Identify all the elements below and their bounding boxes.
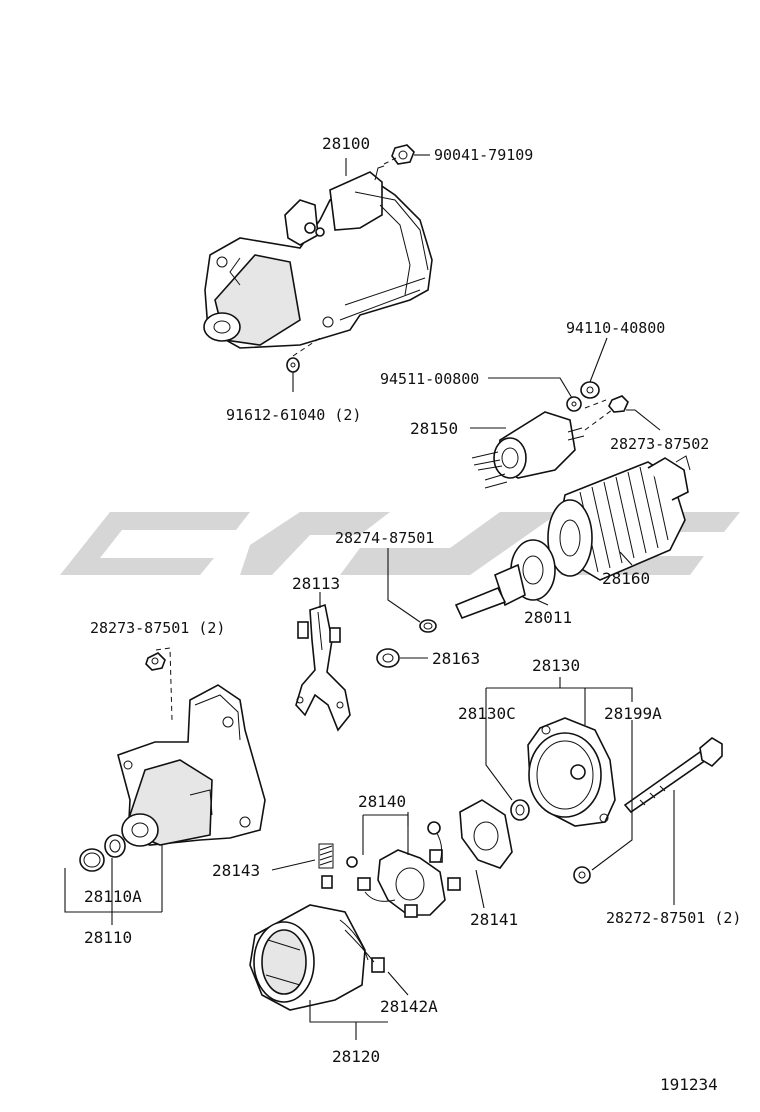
label-housing-sub: 28110A [84, 887, 142, 906]
washer-94511-drawing [566, 396, 582, 412]
label-bearing-28199a: 28199A [604, 704, 662, 723]
label-bush-28130c: 28130C [458, 704, 516, 723]
leader-lines [64, 154, 675, 1040]
brush-holder-28140-drawing [346, 821, 461, 918]
nut-87501-left-drawing [145, 652, 166, 671]
label-brush-holder: 28140 [358, 792, 406, 811]
housing-bush-drawing [79, 834, 126, 872]
plate-28141-drawing [459, 799, 513, 869]
label-starter-assy: 28100 [322, 134, 370, 153]
label-armature: 28160 [602, 569, 650, 588]
armature-drawing [547, 455, 691, 581]
yoke-28120-drawing [249, 904, 385, 1011]
label-ring-28274: 28274-87501 [335, 529, 434, 547]
label-bolt-28272: 28272-87501 (2) [606, 909, 741, 927]
gear-28011-drawing [454, 539, 556, 620]
nut-94110-drawing [580, 381, 600, 399]
label-gear: 28011 [524, 608, 572, 627]
label-nut-top: 90041-79109 [434, 146, 533, 164]
magnetic-switch-drawing [471, 411, 585, 489]
label-nut-94110: 94110-40800 [566, 319, 665, 337]
label-yoke-brush: 28142A [380, 997, 438, 1016]
lever-28113-drawing [295, 603, 351, 732]
label-housing: 28110 [84, 928, 132, 947]
nut-87502-drawing [608, 395, 629, 413]
part-labels: 28100 90041-79109 91612-61040 (2) 94110-… [84, 134, 741, 1094]
label-lever: 28113 [292, 574, 340, 593]
label-nut-87501-left: 28273-87501 (2) [90, 619, 225, 637]
label-plate: 28141 [470, 910, 518, 929]
ring-28274-drawing [419, 619, 437, 633]
starter-assembly-drawing [203, 165, 433, 349]
label-nut-87502: 28273-87502 [610, 435, 709, 453]
label-yoke: 28120 [332, 1047, 380, 1066]
end-frame-28130-drawing [527, 717, 616, 827]
nut-28199a-drawing [573, 866, 591, 884]
label-end-frame-group: 28130 [532, 656, 580, 675]
diagram-id: 191234 [660, 1075, 718, 1094]
label-washer-94511: 94511-00800 [380, 370, 479, 388]
bush-28130c-drawing [510, 799, 530, 821]
housing-28110-drawing [117, 684, 266, 847]
label-magnetic-switch: 28150 [410, 419, 458, 438]
spring-28143-drawing [318, 843, 334, 889]
nut-90041-drawing [391, 144, 415, 165]
label-washer-bottom: 91612-61040 (2) [226, 406, 361, 424]
label-bush-28163: 28163 [432, 649, 480, 668]
bolt-28272-drawing [623, 737, 723, 814]
bush-28163-drawing [376, 648, 400, 668]
washer-91612-drawing [286, 357, 300, 373]
label-spring: 28143 [212, 861, 260, 880]
